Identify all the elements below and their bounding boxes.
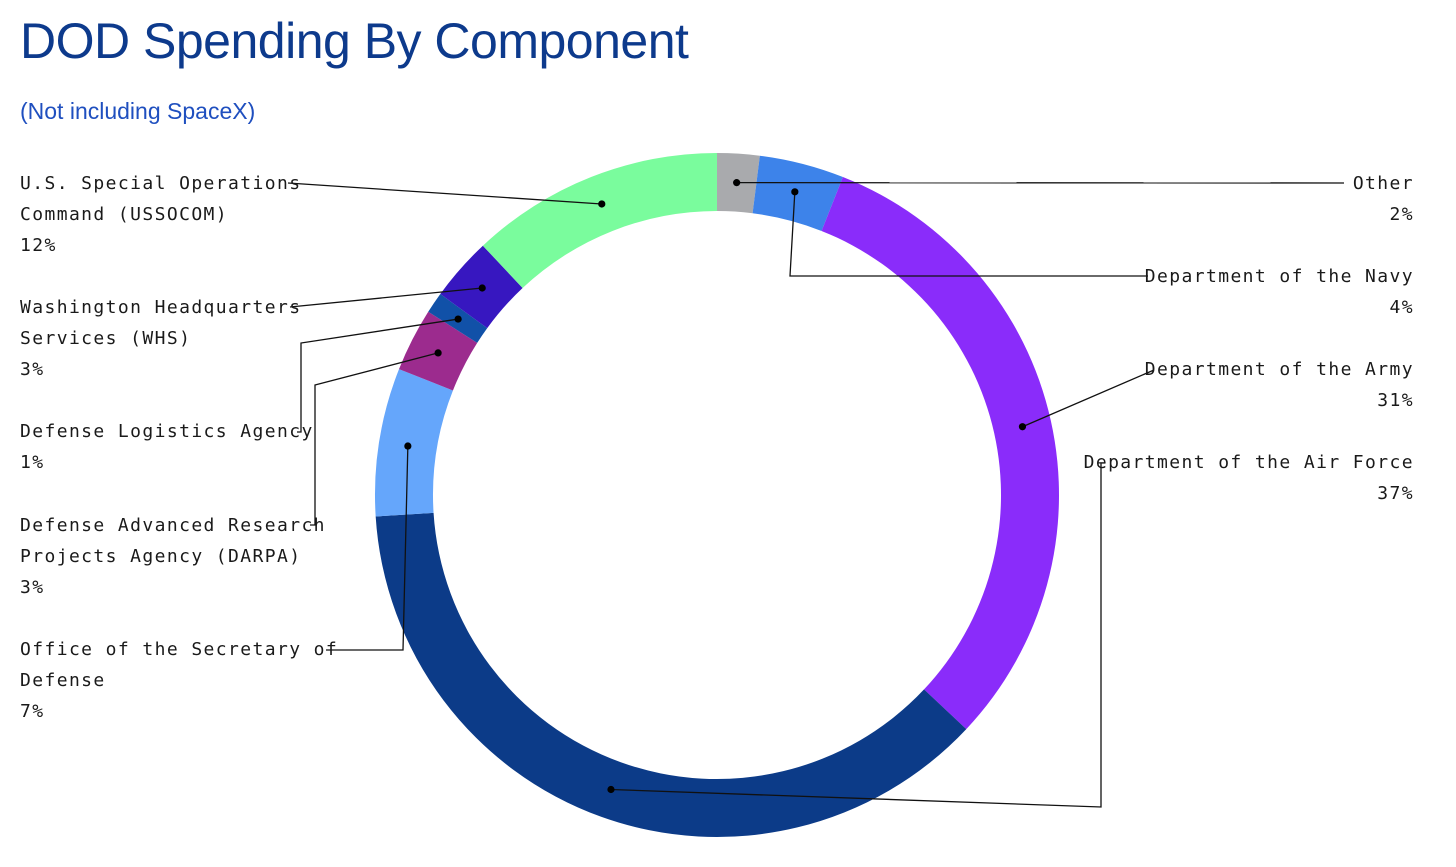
label-percent: 3% — [20, 359, 45, 380]
label-department-of-the-army: Department of the Army 31% — [1145, 354, 1414, 416]
label-percent: 1% — [20, 452, 45, 473]
leader-line-defense-advanced-research-projects-agency-darpa — [310, 352, 439, 526]
leader-dot-u-s-special-operations-command-ussocom — [598, 200, 606, 208]
leader-dot-defense-advanced-research-projects-agency-darpa — [434, 349, 442, 357]
slice-department-of-the-army — [821, 177, 1059, 730]
label-name-line: U.S. Special Operations — [20, 173, 302, 194]
leader-line-u-s-special-operations-command-ussocom — [287, 182, 602, 205]
leader-dot-office-of-the-secretary-of-defense — [404, 442, 412, 450]
label-name-line: Defense Logistics Agency — [20, 421, 314, 442]
label-name-line: Department of the Navy — [1144, 266, 1414, 287]
label-percent: 4% — [1389, 297, 1414, 318]
label-percent: 31% — [1377, 390, 1414, 411]
chart-subtitle: (Not including SpaceX) — [20, 98, 256, 124]
leader-line-department-of-the-army — [1022, 369, 1155, 428]
label-name-line: Projects Agency (DARPA) — [20, 546, 302, 567]
label-percent: 7% — [20, 701, 45, 722]
leader-lines — [287, 179, 1345, 808]
leader-line-defense-logistics-agency — [297, 318, 459, 433]
label-name-line: Services (WHS) — [20, 328, 192, 349]
leader-dot-defense-logistics-agency — [454, 315, 462, 323]
label-name-line: Other — [1352, 173, 1414, 194]
leader-dot-department-of-the-navy — [791, 188, 799, 196]
leader-dot-other — [733, 179, 741, 187]
label-defense-logistics-agency: Defense Logistics Agency 1% — [20, 416, 314, 478]
label-name-line: Department of the Air Force — [1083, 452, 1414, 473]
leader-dot-department-of-the-air-force — [607, 785, 615, 794]
label-name-line: Department of the Army — [1144, 359, 1414, 380]
leader-line-washington-headquarters-services-whs — [289, 287, 483, 308]
label-other: Other 2% — [1353, 168, 1414, 230]
leader-line-office-of-the-secretary-of-defense — [326, 446, 409, 651]
leader-line-department-of-the-navy — [789, 191, 1148, 277]
donut-slices — [375, 153, 1059, 837]
slice-department-of-the-air-force — [375, 512, 967, 837]
label-department-of-the-navy: Department of the Navy 4% — [1145, 261, 1414, 323]
label-name-line: Washington Headquarters — [20, 297, 302, 318]
leader-dot-department-of-the-army — [1018, 423, 1027, 431]
label-name-line: Defense Advanced Research — [20, 515, 326, 536]
label-office-of-the-secretary-of-defense: Office of the Secretary of Defense 7% — [20, 634, 338, 727]
label-name-line: Office of the Secretary of — [20, 639, 339, 660]
label-name-line: Command (USSOCOM) — [20, 204, 229, 225]
label-percent: 2% — [1389, 204, 1414, 225]
label-percent: 12% — [20, 235, 57, 256]
leader-line-department-of-the-air-force — [610, 462, 1105, 808]
chart-title: DOD Spending By Component — [20, 13, 689, 69]
leader-dot-washington-headquarters-services-whs — [478, 284, 486, 292]
slice-office-of-the-secretary-of-defense — [375, 369, 453, 517]
label-name-line: Defense — [20, 670, 106, 691]
label-percent: 37% — [1377, 483, 1414, 504]
label-department-of-the-air-force: Department of the Air Force 37% — [1084, 447, 1414, 509]
label-percent: 3% — [20, 577, 45, 598]
slice-u-s-special-operations-command-ussocom — [482, 153, 717, 288]
